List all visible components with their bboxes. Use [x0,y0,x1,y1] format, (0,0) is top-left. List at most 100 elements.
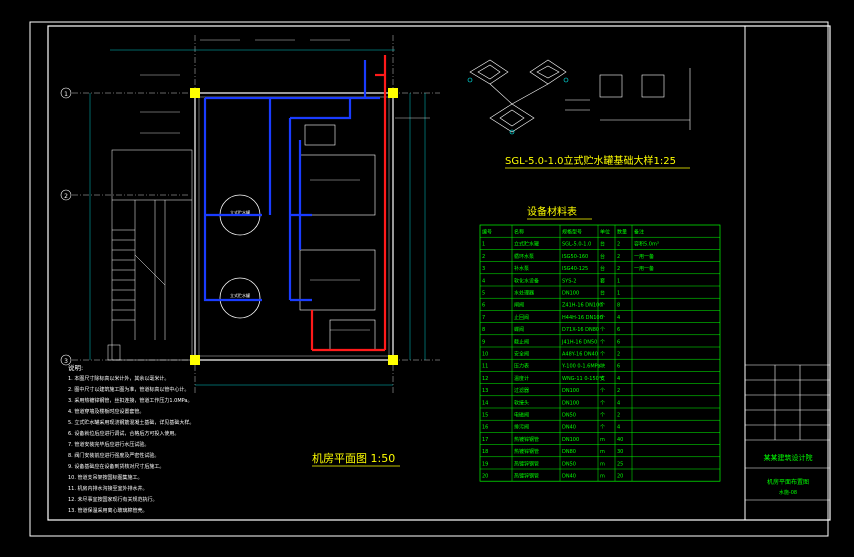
table-header-cell: 名称 [514,229,524,236]
table-cell: m [600,461,605,467]
table-cell: 8 [617,303,620,309]
note-9: 9. 设备基础应在设备到货核对尺寸后施工。 [68,463,164,470]
title-block [745,364,830,501]
table-cell: 个 [600,400,605,406]
note-13: 13. 管道保温采用离心玻璃棉管壳。 [68,507,148,514]
note-6: 6. 设备就位后应进行调试，合格后方可投入使用。 [68,430,179,437]
table-cell: 台 [600,241,605,248]
note-1: 1. 本图尺寸除标高以米计外，其余以毫米计。 [68,375,169,382]
tank-2 [219,277,261,319]
table-cell: 套 [600,277,605,284]
table-cell: 截止阀 [514,338,529,345]
table-cell: Z41H-16 DN100 [562,303,602,309]
table-header-cell: 规格型号 [562,229,582,236]
table-cell: m [600,474,605,480]
table-cell: 立式贮水罐 [514,241,539,248]
table-cell: 容积5.0m³ [634,241,659,248]
table-cell: 电磁阀 [514,412,529,419]
note-4: 4. 管道穿墙及楼板时应设置套管。 [68,408,144,415]
table-cell: 个 [600,413,605,419]
table-cell: DN50 [562,461,576,467]
plan-title: 机房平面图 1:50 [312,451,395,465]
table-cell: 2 [617,242,620,248]
note-5: 5. 立式贮水罐采用现浇钢筋混凝土基础，详见基础大样。 [68,419,194,426]
table-cell: DN100 [562,400,579,406]
table-cell: 个 [600,315,605,321]
table-cell: Y-100 0-1.6MPa [561,364,601,370]
stair [107,149,193,361]
table-cell: 7 [482,315,485,321]
table-cell: 2 [617,388,620,394]
table-cell: 一用一备 [634,265,654,272]
foundation-detail [467,59,691,135]
table-cell: 40 [617,437,623,443]
table-cell: DN100 [562,388,579,394]
table-cell: 6 [617,327,620,333]
table-cell: 排污阀 [514,424,529,431]
table-cell: 8 [482,327,485,333]
table-cell: 水处理器 [514,290,534,297]
table-cell: 个 [600,303,605,309]
table-cell: 2 [617,352,620,358]
table-cell: 30 [617,449,623,455]
note-3: 3. 采用热镀锌钢管，丝扣连接，管道工作压力1.0MPa。 [68,397,192,404]
table-header-cell: 备注 [634,229,644,236]
table-cell: 台 [600,265,605,272]
axis-circle-3 [60,354,72,366]
table-cell: 15 [482,413,488,419]
table-cell: 2 [617,266,620,272]
table-cell: 过滤器 [514,387,529,394]
table-cell: 17 [482,437,488,443]
table-header-cell: 数量 [617,229,627,236]
table-cell: 18 [482,449,488,455]
table-cell: m [600,437,605,443]
foundation-title: SGL-5.0-1.0立式贮水罐基础大样1:25 [505,154,676,167]
table-cell: DN80 [562,449,576,455]
table-cell: 台 [600,253,605,260]
table-cell: 软化水设备 [514,277,539,284]
table-cell: 5 [482,291,485,297]
title-block-drawing: 机房平面布置图 [767,478,809,486]
table-cell: 安全阀 [514,351,529,358]
note-7: 7. 管道安装完毕后应进行水压试验。 [68,441,149,448]
table-cell: 补水泵 [514,265,529,272]
table-cell: WNG-11 0-150℃ [562,376,605,382]
table-cell: 循环水泵 [514,253,534,260]
table-cell: 台 [600,290,605,297]
axis-label-3: 3 [64,358,68,365]
table-cell: 支 [600,375,605,382]
floor-plan: 1 2 3 [60,35,440,467]
table-cell: 个 [600,339,605,345]
table-cell: 4 [617,376,620,382]
note-2: 2. 图中尺寸以建筑施工图为准，管道标高以管中心计。 [68,386,189,393]
table-cell: 压力表 [514,363,529,370]
table-cell: 温度计 [514,375,529,382]
table-cell: DN100 [562,437,579,443]
table-cell: 2 [617,413,620,419]
table-cell: m [600,449,605,455]
table-cell: 蝶阀 [514,326,524,333]
table-cell: 4 [617,400,620,406]
table-cell: 2 [482,254,485,260]
note-8: 8. 阀门安装前应进行强度及严密性试验。 [68,452,159,459]
table-cell: 块 [600,363,605,370]
table-cell: 25 [617,461,623,467]
axis-label-2: 2 [64,193,68,200]
table-cell: 个 [600,425,605,431]
note-11: 11. 机房内排水沟接至室外排水井。 [68,485,148,492]
table-header-cell: 编号 [482,229,492,236]
table-cell: DN40 [562,425,576,431]
table-cell: D71X-16 DN80 [562,327,599,333]
table-cell: 热镀锌钢管 [514,460,539,467]
notes: 说明: 1. 本图尺寸除标高以米计外，其余以毫米计。 2. 图中尺寸以建筑施工图… [68,363,194,514]
axis-circle-2 [60,189,72,201]
table-cell: 1 [617,278,620,284]
table-cell: 热镀锌钢管 [514,436,539,443]
table-cell: 13 [482,388,488,394]
table-cell: 4 [482,278,485,284]
table-cell: SYS-2 [562,278,576,284]
table-cell: H44H-16 DN100 [562,315,603,321]
columns [190,88,398,365]
